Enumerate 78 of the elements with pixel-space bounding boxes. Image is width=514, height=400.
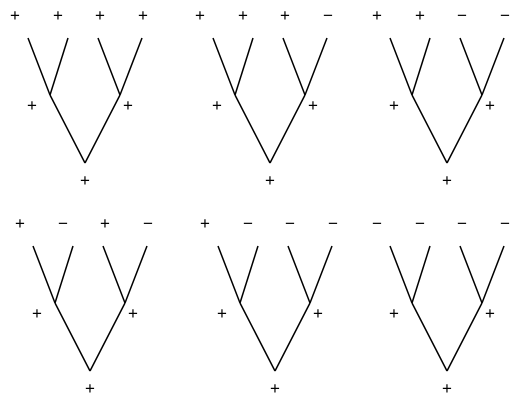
sign-label: +: [32, 304, 42, 322]
tree-branch-line: [84, 94, 121, 164]
tree-branch-line: [49, 38, 69, 96]
sign-label: +: [238, 6, 248, 24]
sign-label: +: [15, 214, 25, 232]
sign-label: −: [457, 214, 467, 232]
tree-branch-line: [274, 302, 311, 372]
tree-branch-line: [446, 94, 483, 164]
tree-branch-line: [32, 246, 56, 304]
tree-branch-line: [119, 38, 143, 96]
sign-label: +: [27, 96, 37, 114]
sign-label: +: [217, 304, 227, 322]
sign-label: −: [243, 214, 253, 232]
tree-branch-line: [97, 38, 121, 96]
sign-label: +: [485, 304, 495, 322]
sign-label: +: [138, 6, 148, 24]
tree-branch-line: [309, 246, 333, 304]
sign-label: +: [270, 380, 280, 396]
tree-branch-line: [459, 246, 483, 304]
sign-label: +: [85, 380, 95, 396]
tree-branch-line: [239, 302, 276, 372]
tree-branch-line: [269, 94, 306, 164]
sign-label: −: [500, 6, 510, 24]
tree-branch-line: [459, 38, 483, 96]
sign-label: −: [328, 214, 338, 232]
sign-label: +: [100, 214, 110, 232]
tree-branch-line: [446, 302, 483, 372]
sign-label: −: [58, 214, 68, 232]
tree-branch-line: [282, 38, 306, 96]
sign-label: +: [308, 96, 318, 114]
tree-branch-line: [411, 94, 448, 164]
sign-label: −: [323, 6, 333, 24]
sign-label: −: [372, 214, 382, 232]
tree-branch-line: [54, 302, 91, 372]
tree-branch-line: [481, 38, 505, 96]
tree-branch-line: [239, 246, 259, 304]
sign-label: +: [123, 96, 133, 114]
tree-branch-line: [304, 38, 328, 96]
sign-label: +: [212, 96, 222, 114]
tree-branch-line: [49, 94, 86, 164]
sign-label: +: [195, 6, 205, 24]
sign-label: +: [80, 172, 90, 188]
sign-label: +: [265, 172, 275, 188]
tree-branch-line: [102, 246, 126, 304]
tree-branch-line: [411, 38, 431, 96]
sign-label: +: [128, 304, 138, 322]
sign-label: +: [389, 304, 399, 322]
sign-label: −: [500, 214, 510, 232]
tree-branch-line: [124, 246, 148, 304]
sign-label: +: [53, 6, 63, 24]
sign-label: −: [285, 214, 295, 232]
sign-label: +: [485, 96, 495, 114]
sign-label: +: [442, 380, 452, 396]
sign-label: −: [143, 214, 153, 232]
sign-label: +: [10, 6, 20, 24]
sign-label: −: [457, 6, 467, 24]
tree-branch-line: [212, 38, 236, 96]
tree-branch-line: [234, 38, 254, 96]
sign-label: +: [415, 6, 425, 24]
tree-branch-line: [27, 38, 51, 96]
tree-branch-line: [54, 246, 74, 304]
sign-label: +: [95, 6, 105, 24]
tree-branch-line: [411, 246, 431, 304]
sign-label: +: [280, 6, 290, 24]
sign-label: +: [372, 6, 382, 24]
tree-branch-line: [287, 246, 311, 304]
tree-branch-line: [481, 246, 505, 304]
tree-branch-line: [411, 302, 448, 372]
sign-label: +: [389, 96, 399, 114]
sign-label: −: [415, 214, 425, 232]
sign-label: +: [200, 214, 210, 232]
sign-label: +: [442, 172, 452, 188]
tree-branch-line: [389, 38, 413, 96]
tree-branch-line: [89, 302, 126, 372]
sign-label: +: [313, 304, 323, 322]
tree-branch-line: [217, 246, 241, 304]
tree-branch-line: [389, 246, 413, 304]
tree-branch-line: [234, 94, 271, 164]
